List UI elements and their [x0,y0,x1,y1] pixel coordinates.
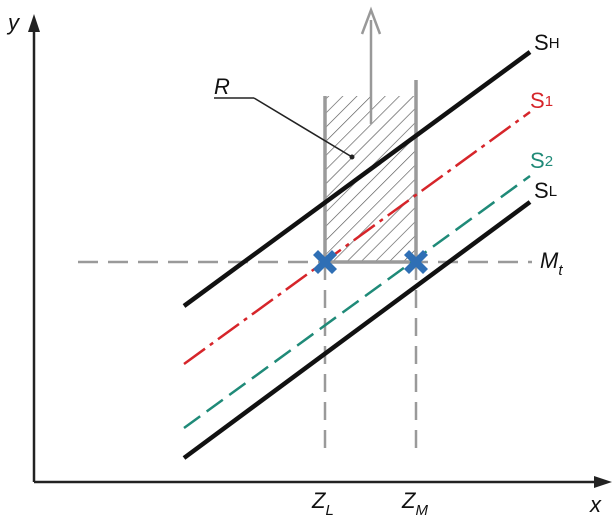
label-mt: Mt [540,248,563,279]
line-s1 [183,110,531,366]
label-s2: S2 [530,148,553,173]
upward-arrow-icon [360,6,382,35]
x-axis-label: x [589,492,602,517]
y-axis-arrow-icon [28,14,40,32]
label-sh: SH [534,30,560,55]
zl-marker-icon [313,250,337,274]
region-label: R [214,74,230,99]
label-zl: ZL [311,488,334,519]
label-zm: ZM [401,488,428,519]
label-s1: S1 [530,88,553,113]
label-sl: SL [534,178,557,203]
region-leader-dot [349,154,355,160]
region-leader-line-diagonal [253,97,353,158]
line-s2 [183,174,531,430]
line-sl [182,200,532,460]
x-axis-arrow-icon [594,476,612,488]
line-sh [182,50,532,308]
y-axis-label: y [6,10,21,35]
zm-marker-icon [404,250,428,274]
